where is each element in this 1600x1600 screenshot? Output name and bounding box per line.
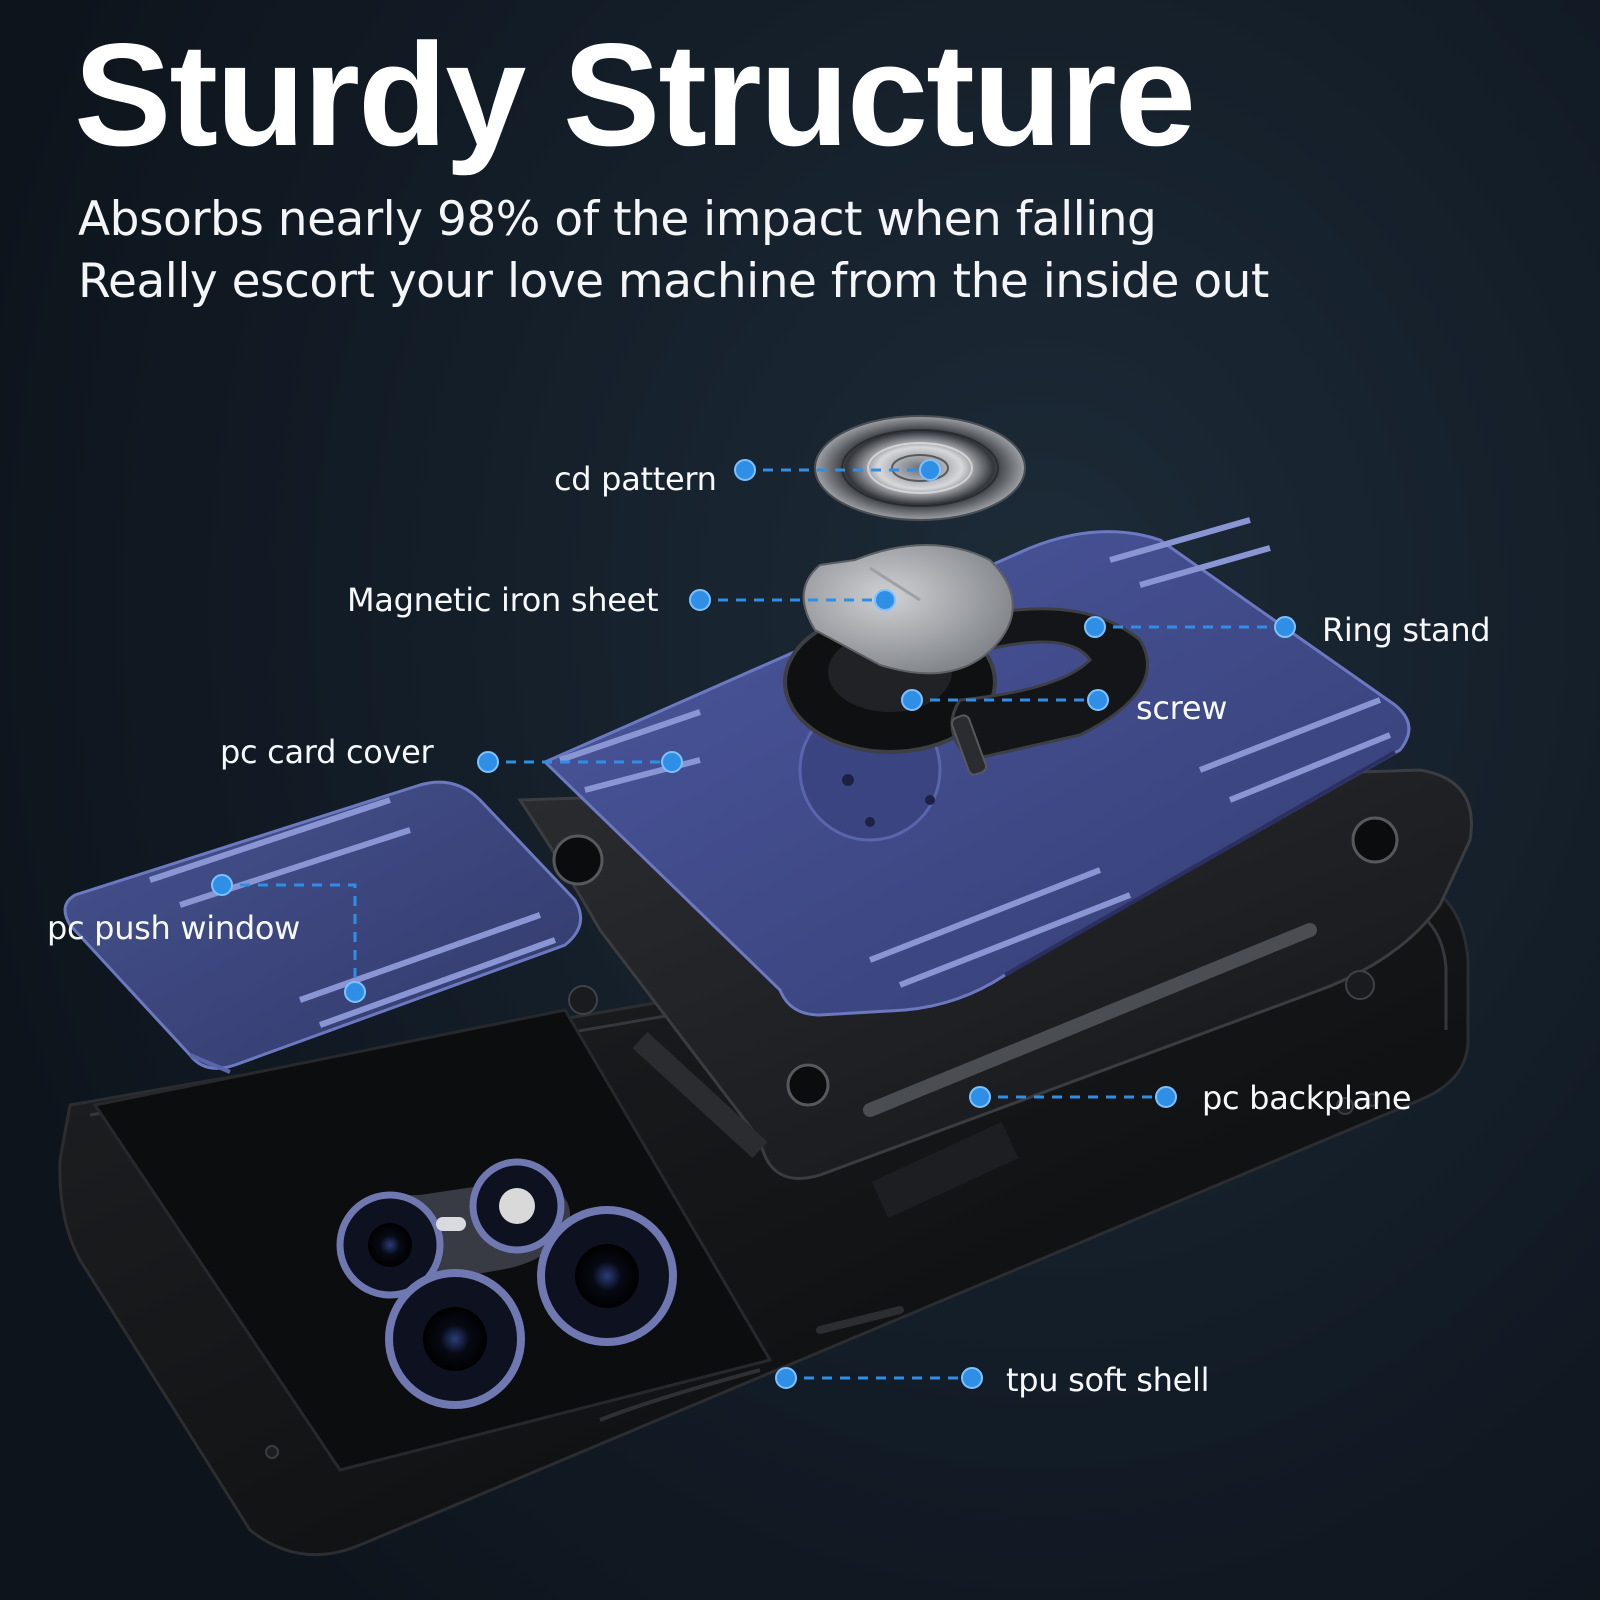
callout-pc-card-cover: pc card cover [220,733,434,771]
tagline-impact: Absorbs nearly 98% of the impact when fa… [78,192,1157,247]
pc-push-window-part [63,780,583,1074]
callout-ring-stand: Ring stand [1322,611,1491,649]
magnetic-iron-sheet-part [802,544,1014,675]
callout-dots [211,459,1296,1389]
callout-cd-pattern: cd pattern [554,460,717,498]
callout-pc-backplane: pc backplane [1202,1079,1412,1117]
callout-connectors [222,468,1285,1380]
camera-lenses [336,1158,677,1409]
callout-magnetic-iron-sheet: Magnetic iron sheet [347,581,659,619]
headline: Sturdy Structure [74,13,1196,176]
callout-screw: screw [1136,689,1228,727]
callout-tpu-soft-shell: tpu soft shell [1006,1361,1210,1399]
callout-pc-push-window: pc push window [47,909,301,947]
tagline-protection: Really escort your love machine from the… [78,254,1269,309]
